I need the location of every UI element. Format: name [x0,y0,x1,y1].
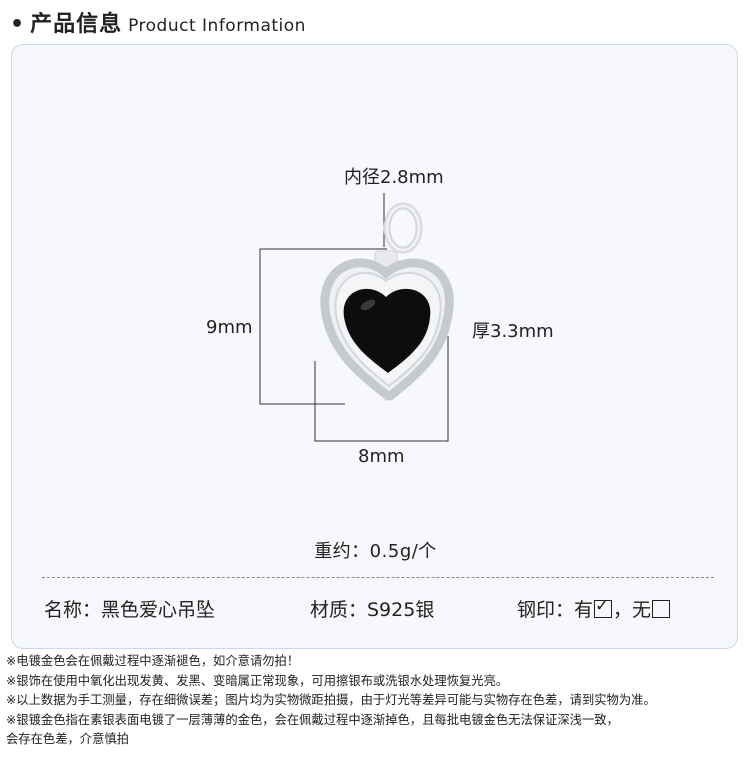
note-item: 会存在色差，介意慎拍 [6,732,129,746]
note-item: ※银饰在使用中氧化出现发黄、发黑、变暗属正常现象，可用擦银布或洗银水处理恢复光亮… [6,673,509,688]
stamp-yes-label: 有 [574,599,594,621]
width-label: 8mm [358,446,405,467]
product-stamp: 钢印： 有 ✓ ，无 [517,595,671,622]
section-header: • 产品信息 Product Information [10,6,306,40]
stamp-no-checkbox [652,599,671,618]
note-item: ※电镀金色会在佩戴过程中逐渐褪色，如介意请勿拍！ [6,654,300,668]
height-bracket [259,248,387,405]
header-bullet: • [10,12,25,37]
note-item: ※以上数据为手工测量，存在细微误差；图片均为实物微距拍摄，由于灯光等差异可能与实… [6,693,656,707]
stone-highlight [360,299,376,311]
checkmark-icon: ✓ [595,595,610,616]
product-info-panel: 内径2.8mm 9mm 厚3.3mm 8mm 重约：0.5g/个 名称：黑色爱心… [11,44,738,649]
width-bracket [314,336,449,442]
thickness-label: 厚3.3mm [472,321,554,342]
section-title-en: Product Information [128,16,306,36]
product-material: 材质：S925银 [310,599,435,621]
stamp-label: 钢印： [517,599,575,621]
section-title-cn: 产品信息 [30,12,123,37]
stamp-yes-checkbox: ✓ [594,596,613,618]
stamp-no-label: ，无 [613,599,652,621]
product-name: 名称：黑色爱心吊坠 [44,599,216,621]
weight-text: 重约：0.5g/个 [314,541,437,562]
pendant-diagram [259,193,454,442]
dimension-lines [259,193,449,442]
notes-list: ※电镀金色会在佩戴过程中逐渐褪色，如介意请勿拍！ ※银饰在使用中氧化出现发黄、发… [6,652,746,750]
dashed-divider [42,577,714,578]
inner-diameter-label: 内径2.8mm [344,167,444,188]
note-item: ※银镀金色指在素银表面电镀了一层薄薄的金色，会在佩戴过程中逐渐掉色，且每批电镀金… [6,712,619,727]
height-label: 9mm [206,317,253,338]
